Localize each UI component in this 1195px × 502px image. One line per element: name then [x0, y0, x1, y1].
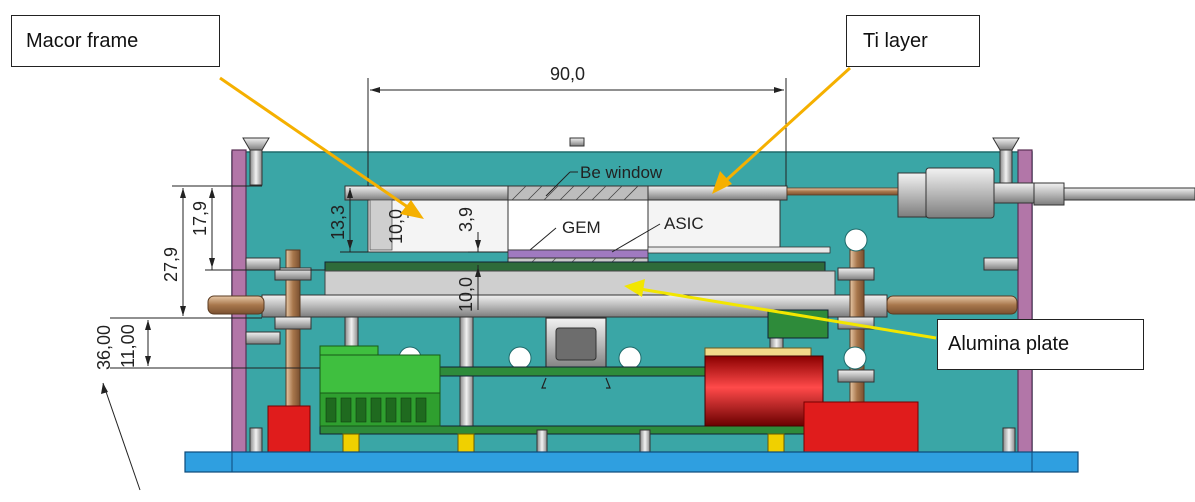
- right-nut-3: [837, 369, 875, 383]
- ti-layer-callout: Ti layer: [846, 15, 980, 67]
- bottom-pcb: [319, 425, 811, 435]
- left-stub-top: [245, 257, 281, 271]
- hole: [843, 346, 867, 370]
- gem-layer: [507, 249, 649, 259]
- gem-label: GEM: [562, 218, 601, 237]
- dimension-lines: [102, 78, 787, 491]
- chamber-inner: [507, 199, 649, 251]
- dim-36-00: 36,00: [94, 325, 114, 370]
- left-nut-1: [274, 267, 312, 281]
- right-nut-1: [837, 267, 875, 281]
- ti-layer-callout-text: Ti layer: [863, 29, 928, 52]
- dim-90: 90,0: [550, 64, 585, 84]
- be-window-hatch: [507, 185, 649, 201]
- yellow-pin: [767, 433, 785, 453]
- be-window-leader: [545, 171, 571, 197]
- hole: [618, 346, 642, 370]
- dim-11-00: 11,00: [118, 324, 138, 368]
- small-post: [536, 429, 548, 453]
- alumina-plate-callout: Alumina plate: [937, 319, 1144, 370]
- hole: [844, 228, 868, 252]
- terminal-block: [319, 345, 441, 427]
- macor-frame-callout-text: Macor frame: [26, 29, 139, 52]
- red-block-right: [803, 401, 919, 453]
- ti-layer-block: [647, 199, 781, 253]
- hole: [508, 346, 532, 370]
- dimension-arrowheads: [101, 87, 784, 394]
- be-window-label: Be window: [580, 163, 663, 182]
- dim-10-0-macor: 10,0: [386, 209, 406, 244]
- asic-layer: [647, 246, 831, 254]
- small-post: [1002, 427, 1016, 453]
- right-rod: [886, 295, 1018, 315]
- asic-leader: [611, 223, 661, 253]
- left-nut-2: [274, 316, 312, 330]
- alumina-plate-callout-text: Alumina plate: [948, 333, 1070, 355]
- base-plate: [184, 451, 1079, 473]
- macor-frame-inset: [369, 199, 393, 251]
- dim-10-0-lower: 10,0: [456, 277, 476, 312]
- left-rod: [207, 295, 265, 315]
- dim-13-3: 13,3: [328, 205, 348, 240]
- small-post: [639, 429, 651, 453]
- gas-fitting: [786, 167, 1195, 219]
- dim-17-9: 17,9: [190, 201, 210, 236]
- ti-layer-arrow: [712, 66, 852, 194]
- usb-port: [555, 327, 597, 361]
- top-pcb: [324, 261, 826, 272]
- dim-3-9: 3,9: [456, 207, 476, 232]
- macor-frame-callout: Macor frame: [11, 15, 220, 67]
- small-post: [249, 427, 263, 453]
- alumina-plate: [324, 270, 836, 296]
- alumina-plate-arrow: [624, 279, 937, 340]
- red-block-left: [267, 405, 311, 453]
- red-capacitor: [704, 347, 824, 427]
- macor-frame-arrow: [219, 76, 424, 219]
- yellow-pin: [342, 433, 360, 453]
- left-stub-bottom: [245, 331, 281, 345]
- usb-bracket: [541, 377, 611, 389]
- be-window-hatch-lines: [511, 185, 639, 201]
- gem-leader: [529, 227, 557, 251]
- asic-label: ASIC: [664, 214, 704, 233]
- center-top-screw: [569, 137, 585, 147]
- dim-27-9: 27,9: [161, 247, 181, 282]
- left-top-screw: [242, 137, 270, 186]
- right-stub-top: [983, 257, 1019, 271]
- yellow-pin: [457, 433, 475, 453]
